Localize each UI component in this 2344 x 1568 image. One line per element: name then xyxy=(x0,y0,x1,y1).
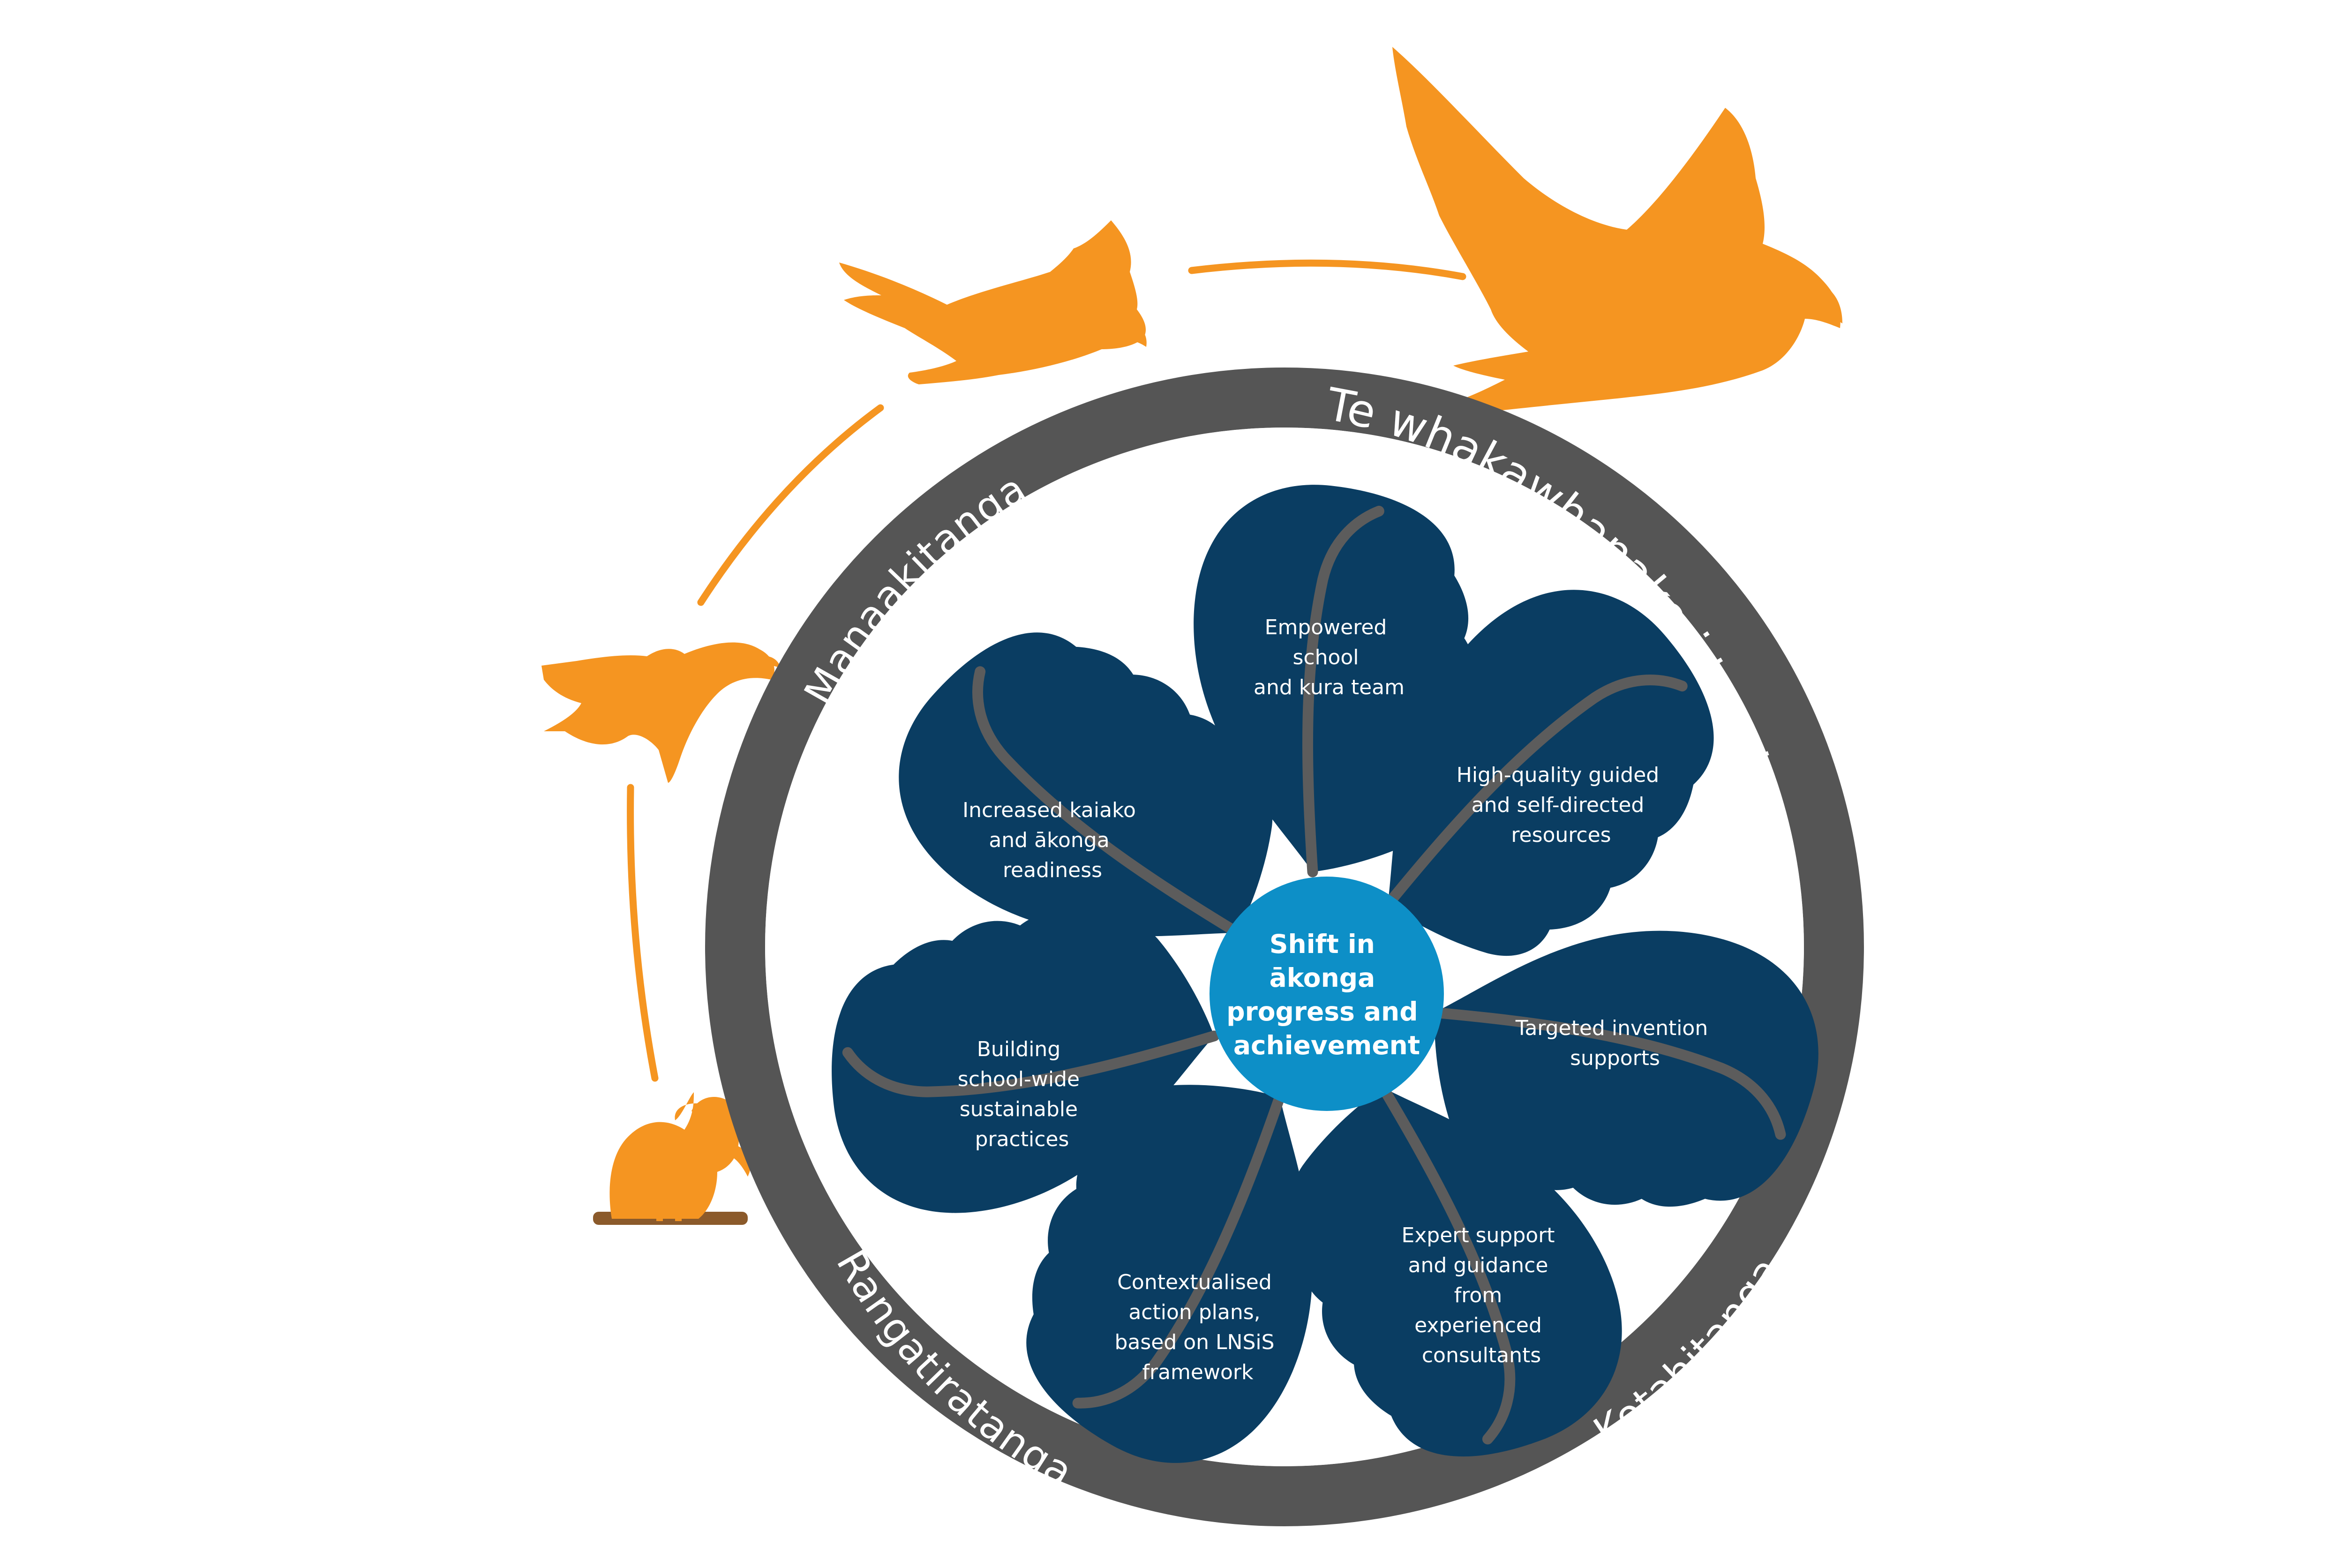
label-expert-support: Expert support and guidance from experie… xyxy=(1401,1223,1561,1367)
label-action-plans: Contextualised action plans, based on LN… xyxy=(1114,1270,1281,1384)
trail-arc-middle xyxy=(697,404,884,606)
gliding-bird-icon xyxy=(839,220,1147,384)
trail-arc-top xyxy=(1188,259,1466,280)
feather-labels: Empowered school and kura team High-qual… xyxy=(958,615,1715,1384)
trail-arc-bottom xyxy=(627,784,659,1082)
outer-ring xyxy=(705,368,1864,1526)
label-readiness: Increased kaiako and ākonga readiness xyxy=(962,798,1142,882)
center-circle xyxy=(1210,877,1444,1111)
label-targeted-supports: Targeted invention supports xyxy=(1515,1016,1715,1070)
perched-bird-icon xyxy=(593,1092,751,1225)
label-sustainable-practices: Building school-wide sustainable practic… xyxy=(958,1037,1086,1151)
soaring-bird-icon xyxy=(1392,47,1842,413)
rising-bird-icon xyxy=(541,642,781,783)
label-high-quality-resources: High-quality guided and self-directed re… xyxy=(1457,763,1666,847)
bird-trail xyxy=(627,259,1466,1082)
label-empowered-team: Empowered school and kura team xyxy=(1254,615,1405,699)
center-label: Shift in ākonga progress and achievement xyxy=(1226,929,1427,1060)
